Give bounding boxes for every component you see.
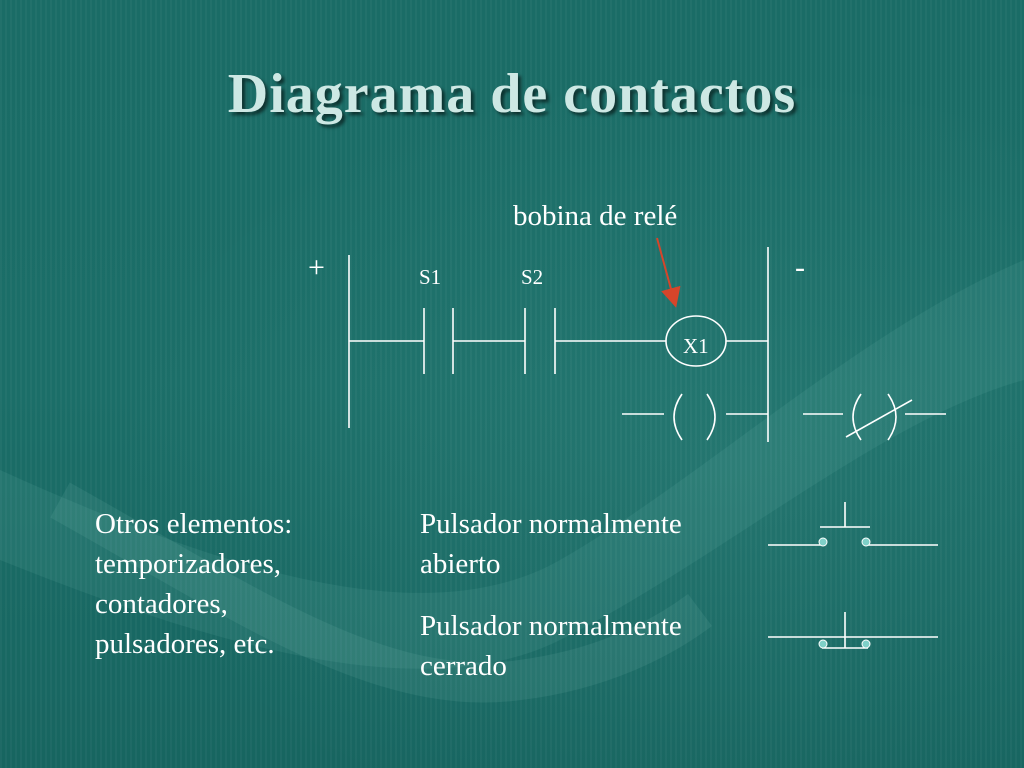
pushbutton-no-terminal-left [818,537,828,547]
contact-s2-label: S2 [521,265,544,289]
neg-coil-right-arc [887,393,897,441]
pushbutton-no-terminal-right [861,537,871,547]
pushbutton-nc-terminal-right [861,639,871,649]
coil-symbol-left-arc [673,393,683,441]
other-elements-text: Otros elementos: temporizadores, contado… [95,504,292,664]
pushbutton-nc-symbol [768,612,938,649]
contact-s1-label: S1 [419,265,442,289]
coil-annotation: bobina de relé [513,200,678,232]
coil-arrow [656,237,681,308]
minus-label: - [795,251,805,284]
pushbutton-nc-terminal-left [818,639,828,649]
pushbutton-no-text: Pulsador normalmente abierto [420,504,682,584]
slide-title: Diagrama de contactos [227,63,797,125]
other-elements-line: pulsadores, etc. [95,628,275,660]
pushbutton-nc-line: Pulsador normalmente [420,610,682,642]
pushbutton-nc-text: Pulsador normalmente cerrado [420,606,682,686]
neg-coil-slash [845,399,913,438]
other-elements-line: Otros elementos: [95,508,293,540]
neg-coil-left-arc [852,393,862,441]
other-elements-line: contadores, [95,588,228,620]
pushbutton-nc-line: cerrado [420,650,507,682]
pushbutton-no-line: Pulsador normalmente [420,508,682,540]
coil-x1-label: X1 [683,334,709,358]
pushbutton-no-symbol [768,502,938,546]
plus-label: + [308,251,325,284]
other-elements-line: temporizadores, [95,548,282,580]
pushbutton-no-line: abierto [420,548,501,580]
coil-symbol-right-arc [706,393,716,441]
